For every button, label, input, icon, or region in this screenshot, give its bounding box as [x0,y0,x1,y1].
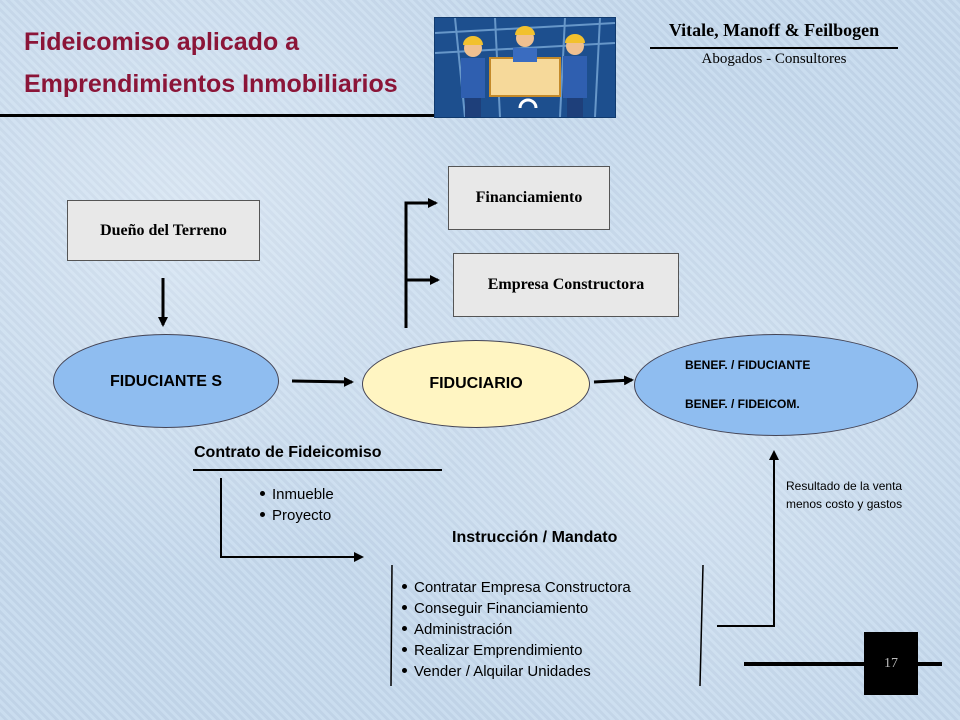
list-item: Vender / Alquilar Unidades [400,661,631,682]
title-underline [0,114,580,117]
financing-box: Financiamiento [448,166,610,230]
bullet-icon [402,584,407,590]
contract-title: Contrato de Fideicomiso [194,444,382,461]
instruction-items-list: Contratar Empresa Constructora Conseguir… [400,577,631,682]
fiduciantes-ellipse: FIDUCIANTE S [53,334,279,428]
owner-box: Dueño del Terreno [67,200,260,261]
result-note-line2: menos costo y gastos [786,497,903,511]
fiduciario-branch-bracket [404,198,438,328]
slide-title-line2: Emprendimientos Inmobiliarios [24,70,398,98]
bullet-icon [260,512,265,518]
instruction-left-bracket [390,564,393,687]
list-item: Proyecto [258,505,334,526]
bullet-icon [260,491,265,497]
bullet-icon [402,647,407,653]
firm-name-divider [650,47,898,49]
contract-items-list: Inmueble Proyecto [258,484,334,526]
bullet-icon [402,668,407,674]
fiduciario-to-benef-arrow [593,375,634,386]
bullet-icon [402,626,407,632]
benef-fiduciante-label: BENEF. / FIDUCIANTE [685,358,811,372]
benef-fideicom-label: BENEF. / FIDEICOM. [685,397,800,411]
list-item: Conseguir Financiamiento [400,598,631,619]
fiduciantes-to-fiduciario-arrow [291,376,354,387]
firm-name: Vitale, Manoff & Feilbogen [668,20,880,40]
firm-subtitle: Abogados - Consultores [701,51,847,67]
instruction-right-bracket [699,564,704,687]
result-note-line1: Resultado de la venta [786,479,903,493]
beneficiary-ellipse: BENEF. / FIDUCIANTE BENEF. / FIDEICOM. [634,334,918,436]
contract-to-instruction-arrow [220,478,364,562]
construction-workers-illustration [434,17,616,118]
list-item: Contratar Empresa Constructora [400,577,631,598]
list-item: Administración [400,619,631,640]
builder-box: Empresa Constructora [453,253,679,317]
fiduciario-ellipse: FIDUCIARIO [362,340,590,428]
page-number: 17 [864,632,918,695]
instruction-title: Instrucción / Mandato [452,529,618,546]
list-item: Realizar Emprendimiento [400,640,631,661]
list-item: Inmueble [258,484,334,505]
result-to-benef-arrow [717,450,779,627]
result-note: Resultado de la venta menos costo y gast… [786,477,902,513]
bullet-icon [402,605,407,611]
slide-title-line1: Fideicomiso aplicado a [24,28,300,56]
